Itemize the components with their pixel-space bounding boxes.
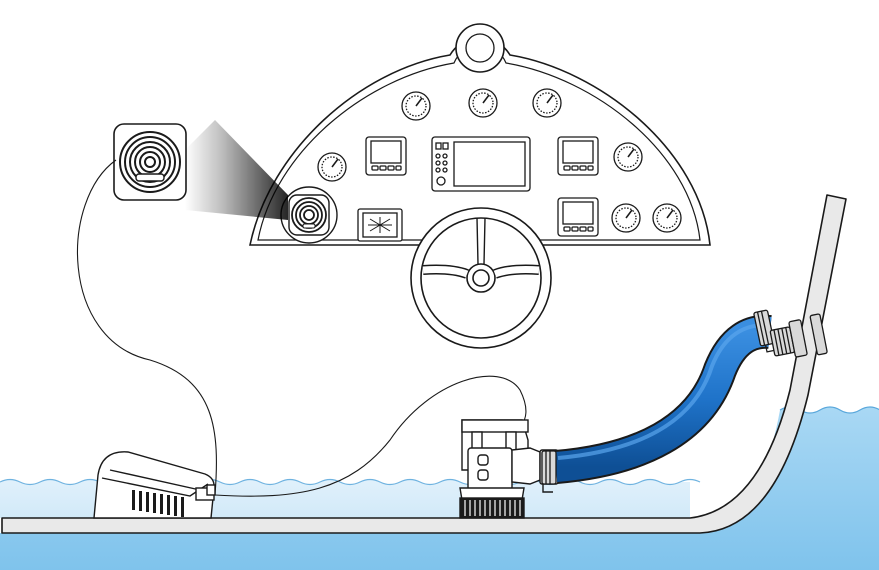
bilge-alarm-panel-zoomed — [113, 123, 187, 201]
multifunction-display — [431, 136, 531, 192]
steering-wheel — [410, 207, 552, 349]
zoom-beam — [185, 120, 288, 220]
hull-thru-fitting — [769, 313, 828, 358]
discharge-hose — [554, 314, 772, 484]
float-switch — [93, 451, 216, 519]
boat-hull — [1, 194, 847, 534]
bilge-alarm-panel — [280, 186, 338, 244]
hose-clamp — [541, 309, 775, 485]
vent-panel — [357, 208, 403, 242]
display-screen — [365, 136, 599, 237]
wiring — [76, 159, 527, 497]
bilge-pump — [459, 419, 559, 519]
gauge-dial — [317, 88, 682, 233]
